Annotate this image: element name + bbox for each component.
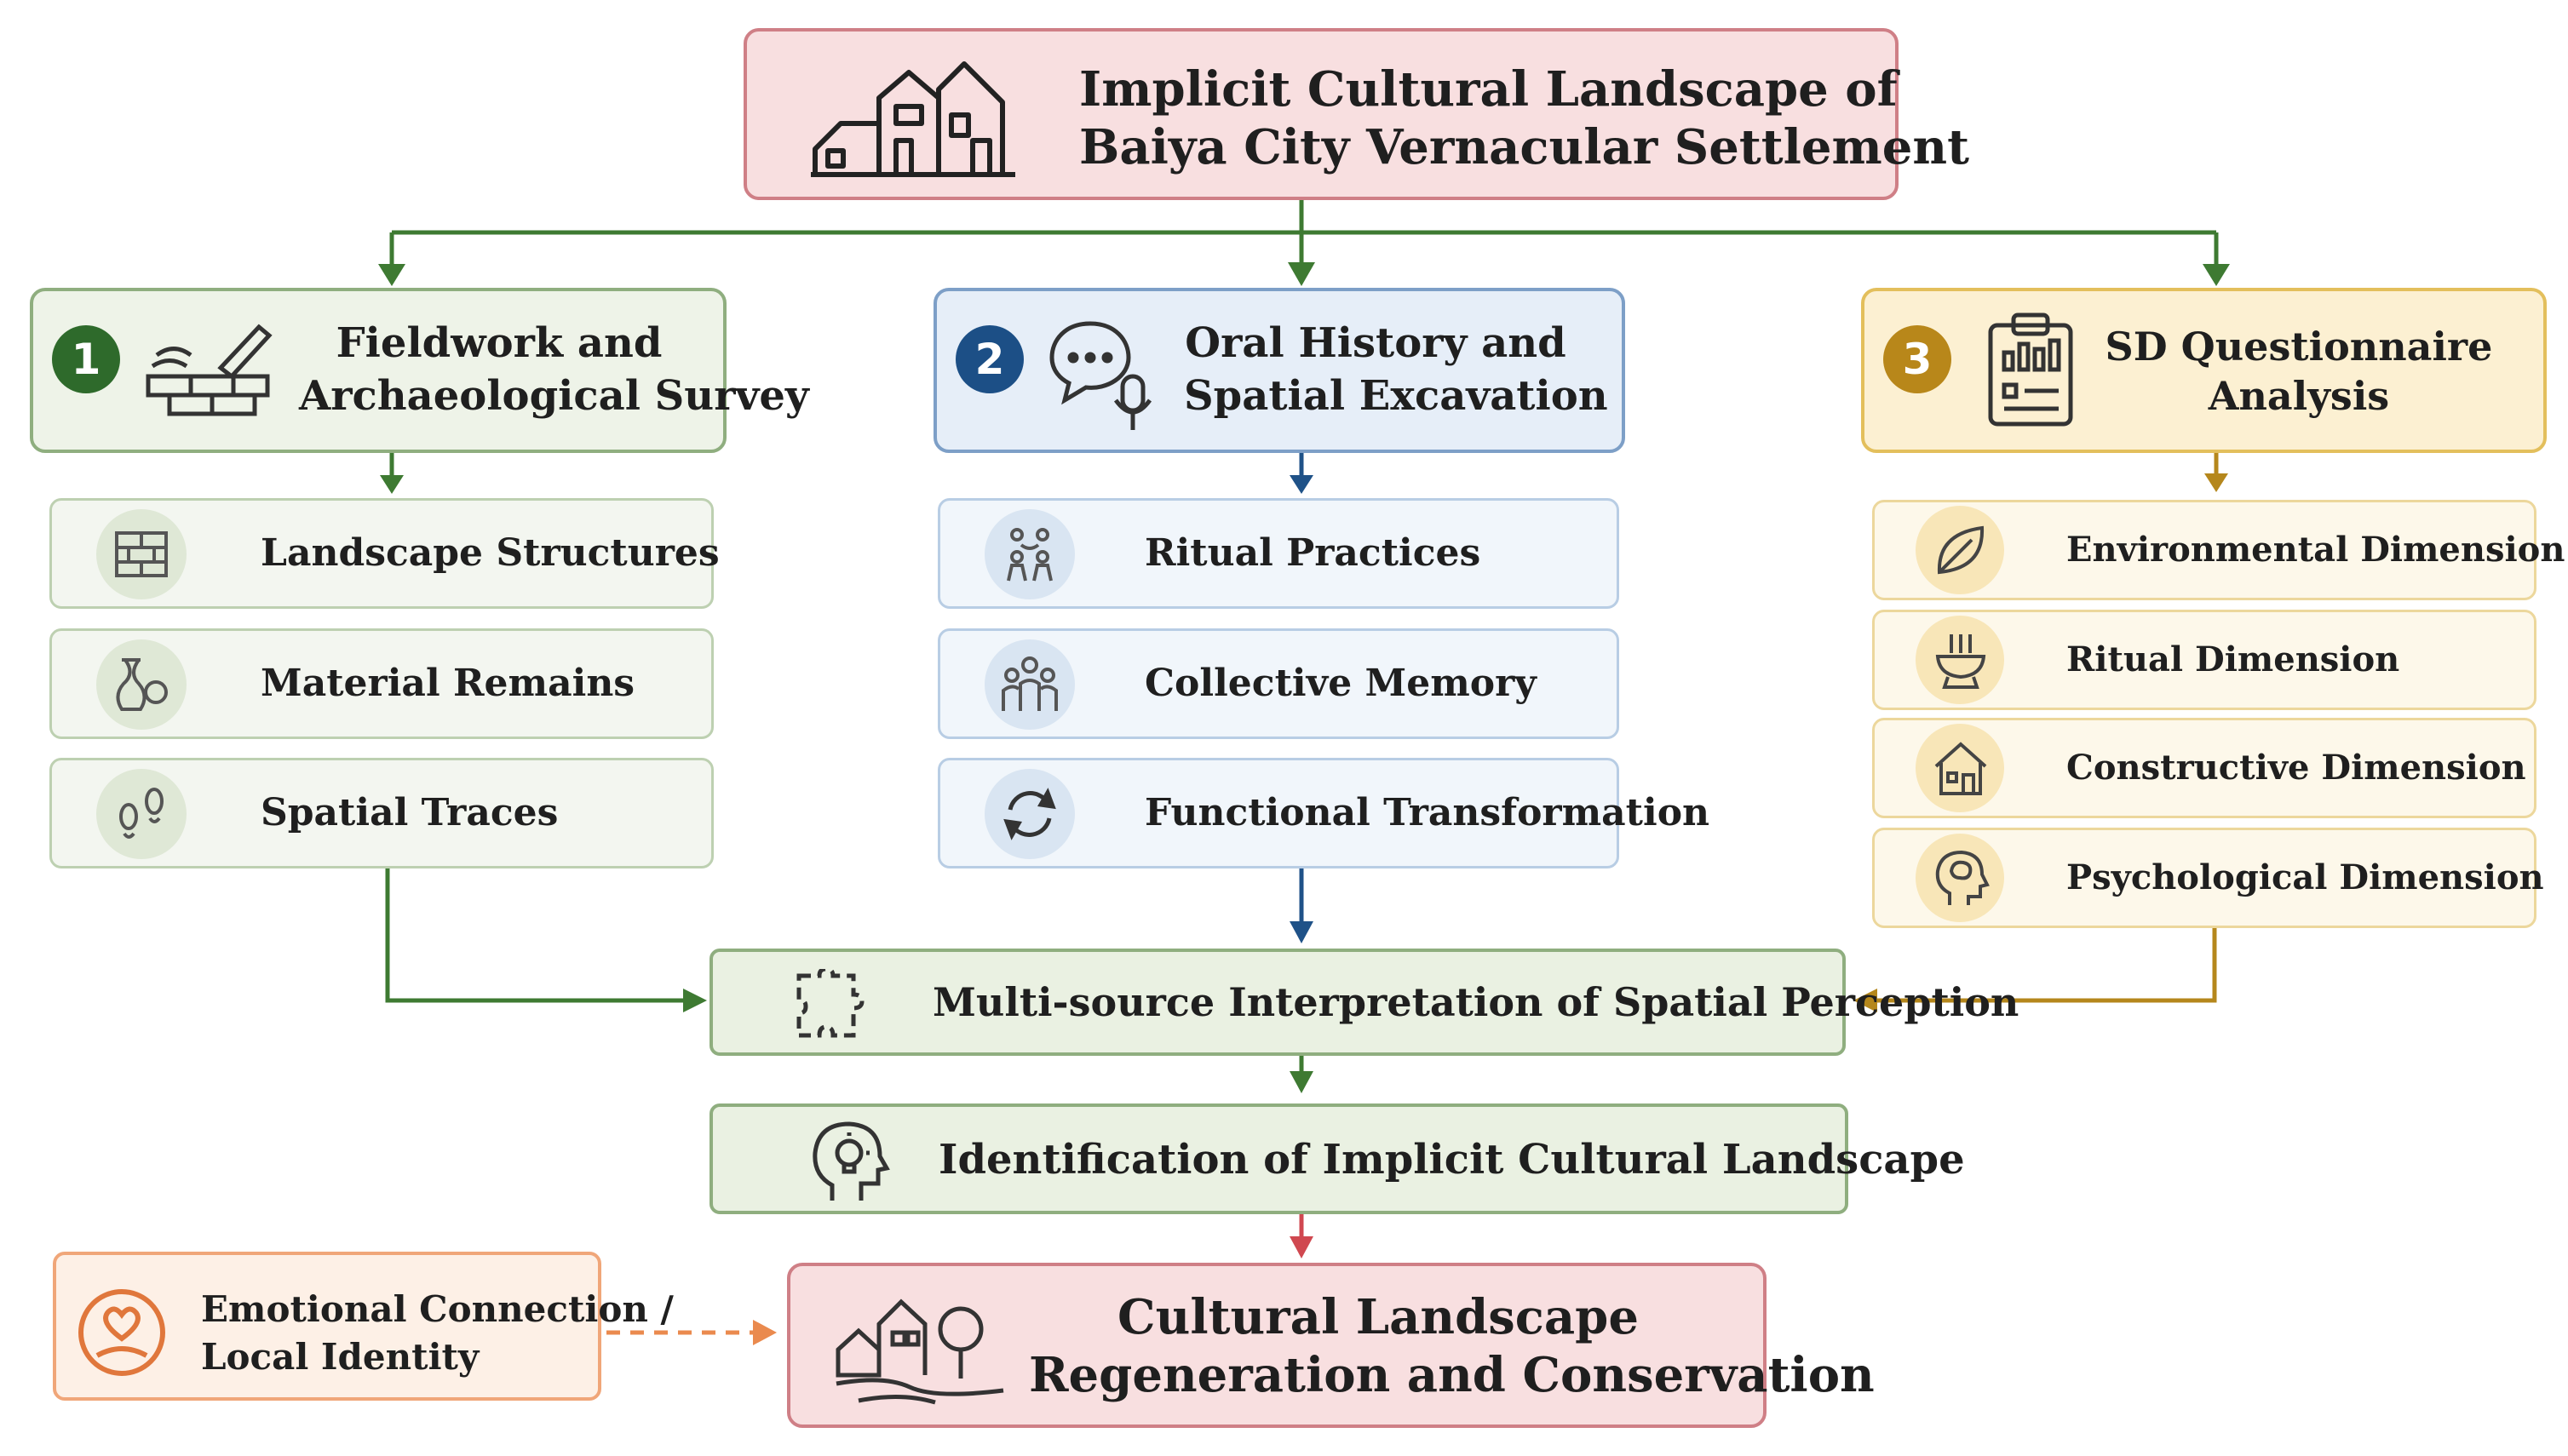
item-label: Environmental Dimension (2066, 530, 2565, 570)
branch-3-title-line1: SD Questionnaire (2105, 324, 2493, 370)
item-label: Functional Transformation (1145, 791, 1710, 834)
ident-to-final-arrow (1290, 1214, 1313, 1258)
pottery-icon (116, 658, 168, 711)
interpretation-box: Multi-source Interpretation of Spatial P… (710, 949, 2019, 1056)
branch-3-title-line2: Analysis (2208, 373, 2390, 419)
cycle-arrows-icon (1003, 788, 1056, 840)
identification-label: Identification of Implicit Cultural Land… (939, 1136, 1965, 1184)
item-label: Ritual Practices (1145, 531, 1481, 575)
branch-2-title: Oral History and Spatial Excavation (1184, 317, 1608, 422)
head-lightbulb-icon (813, 1121, 890, 1201)
interpretation-label: Multi-source Interpretation of Spatial P… (933, 979, 2019, 1025)
puzzle-icon (796, 969, 865, 1038)
title-box: Implicit Cultural Landscape of Baiya Cit… (744, 28, 1969, 200)
list-item-material-remains: Material Remains (49, 628, 714, 739)
branch-2-title-line2: Spatial Excavation (1184, 372, 1608, 420)
village-landscape-icon (836, 1298, 1004, 1405)
result-line2: Regeneration and Conservation (1029, 1347, 1875, 1403)
emotion-box: Emotional Connection / Local Identity (53, 1252, 674, 1401)
item-label: Ritual Dimension (2066, 639, 2400, 679)
interp-to-ident-arrow (1290, 1052, 1313, 1093)
title-line2: Baiya City Vernacular Settlement (1079, 119, 1969, 175)
group-people-icon (1002, 656, 1058, 711)
house-icon (1934, 742, 1987, 795)
list-item-ritual-dimension: Ritual Dimension (1872, 610, 2536, 710)
heart-person-icon (78, 1289, 165, 1376)
result-text: Cultural Landscape Regeneration and Cons… (1029, 1288, 1875, 1404)
top-branch-lines (389, 200, 2219, 266)
list-item-landscape-structures: Landscape Structures (49, 498, 720, 609)
branch-1-title: Fieldwork and Archaeological Survey (299, 317, 809, 422)
result-line1: Cultural Landscape (1117, 1289, 1639, 1345)
emotion-line2: Local Identity (201, 1336, 480, 1378)
incense-burner-icon (1935, 634, 1986, 689)
leaf-icon (1937, 525, 1985, 575)
branch-1-header: 1 Fieldwork and Archaeological Survey (30, 288, 809, 453)
branch-3-number: 3 (1883, 325, 1951, 393)
left-merge-arrow (385, 868, 707, 1012)
head-brain-icon (1935, 850, 1990, 905)
speech-microphone-icon (1049, 321, 1152, 430)
settlement-houses-icon (811, 61, 1015, 177)
title-line1: Implicit Cultural Landscape of (1079, 61, 1898, 118)
item-label: Collective Memory (1145, 662, 1537, 705)
list-item-psychological-dimension: Psychological Dimension (1872, 828, 2544, 928)
identification-box: Identification of Implicit Cultural Land… (710, 1103, 1965, 1214)
branch-3-title: SD Questionnaire Analysis (2094, 322, 2503, 421)
branch-2-title-line1: Oral History and (1185, 319, 1566, 367)
title-text: Implicit Cultural Landscape of Baiya Cit… (1079, 60, 1969, 176)
clipboard-chart-icon (1988, 312, 2073, 427)
item-label: Constructive Dimension (2066, 748, 2526, 788)
item-label: Material Remains (261, 662, 635, 705)
branch-down-arrows (380, 453, 2228, 494)
emotion-text: Emotional Connection / Local Identity (201, 1286, 674, 1381)
list-item-collective-memory: Collective Memory (938, 628, 1619, 739)
list-item-functional-transformation: Functional Transformation (938, 758, 1709, 868)
center-merge-arrow (1290, 868, 1313, 943)
list-item-ritual-practices: Ritual Practices (938, 498, 1619, 609)
brick-wall-icon (115, 531, 168, 577)
top-arrowheads (378, 262, 2230, 286)
people-ritual-icon (1007, 528, 1053, 582)
list-item-environmental-dimension: Environmental Dimension (1872, 500, 2565, 600)
list-item-spatial-traces: Spatial Traces (49, 758, 714, 868)
branch-1-number: 1 (52, 325, 120, 393)
branch-2-header: 2 Oral History and Spatial Excavation (934, 288, 1625, 453)
branch-2-number: 2 (956, 325, 1024, 393)
right-merge-arrow (1853, 928, 2217, 1012)
footprints-icon (119, 788, 164, 839)
branch-1-title-line1: Fieldwork and (336, 319, 663, 367)
branch-3-header: 3 SD Questionnaire Analysis (1861, 288, 2547, 453)
item-label: Landscape Structures (261, 531, 720, 575)
item-label: Spatial Traces (261, 791, 559, 834)
emotion-dashed-arrow (606, 1320, 777, 1345)
item-label: Psychological Dimension (2066, 857, 2544, 897)
list-item-constructive-dimension: Constructive Dimension (1872, 718, 2536, 818)
emotion-line1: Emotional Connection / (201, 1288, 674, 1330)
branch-1-title-line2: Archaeological Survey (299, 372, 809, 420)
result-box: Cultural Landscape Regeneration and Cons… (787, 1263, 1875, 1428)
trowel-bricks-icon (146, 324, 273, 416)
